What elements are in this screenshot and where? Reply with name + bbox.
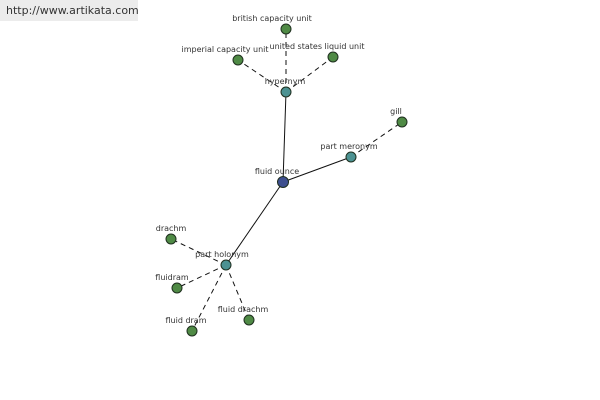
edge-part-meronym-gill	[350, 121, 403, 158]
edge-part-holonym-fluid-dram	[191, 264, 227, 332]
node-fluid-dram[interactable]	[186, 325, 198, 337]
source-url-badge[interactable]: http://www.artikata.com	[0, 0, 139, 21]
node-drachm[interactable]	[165, 233, 177, 245]
label-fluidram: fluidram	[155, 273, 189, 282]
node-united-states-liquid-unit[interactable]	[327, 51, 339, 63]
node-fluid-drachm[interactable]	[243, 314, 255, 326]
edge-part-holonym-drachm	[170, 238, 227, 266]
node-fluid-ounce[interactable]	[277, 176, 289, 188]
label-fluid-dram: fluid dram	[165, 316, 206, 325]
label-part-holonym: part holonym	[195, 250, 249, 259]
label-hypernym: hypernym	[265, 77, 306, 86]
node-imperial-capacity-unit[interactable]	[232, 54, 244, 66]
edge-hypernym-united-states-liquid-unit	[285, 56, 334, 93]
edge-center-hypernym	[282, 91, 287, 183]
label-fluid-ounce: fluid ounce	[255, 167, 299, 176]
label-gill: gill	[390, 107, 402, 116]
label-part-meronym: part meronym	[320, 142, 377, 151]
edge-part-holonym-fluidram	[176, 264, 227, 289]
node-part-meronym[interactable]	[345, 151, 357, 163]
edge-center-part-holonym	[225, 181, 284, 266]
node-part-holonym[interactable]	[220, 259, 232, 271]
label-united-states-liquid-unit: united states liquid unit	[270, 42, 365, 51]
node-fluidram[interactable]	[171, 282, 183, 294]
node-british-capacity-unit[interactable]	[280, 23, 292, 35]
edge-part-holonym-fluid-drachm	[225, 264, 250, 321]
edge-hypernym-imperial-capacity-unit	[237, 59, 287, 93]
edge-center-part-meronym	[282, 156, 352, 183]
node-hypernym[interactable]	[280, 86, 292, 98]
node-gill[interactable]	[396, 116, 408, 128]
label-fluid-drachm: fluid drachm	[218, 305, 269, 314]
label-british-capacity-unit: british capacity unit	[232, 14, 312, 23]
label-drachm: drachm	[156, 224, 187, 233]
label-imperial-capacity-unit: imperial capacity unit	[181, 45, 268, 54]
